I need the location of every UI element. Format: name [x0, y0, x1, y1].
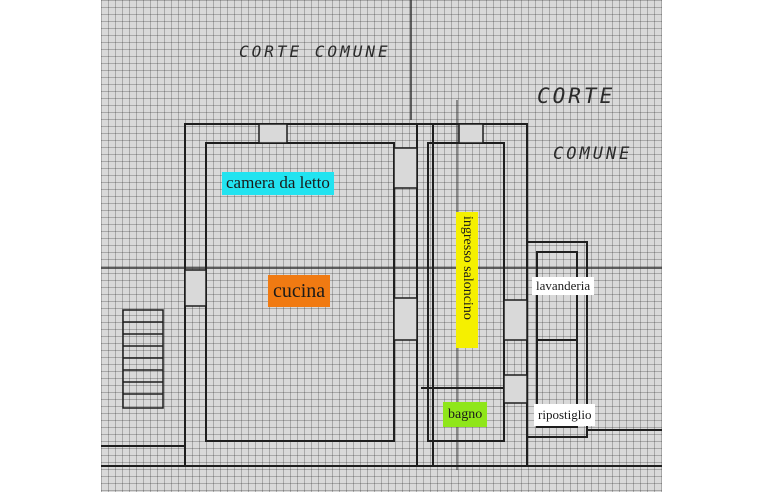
doorway	[503, 374, 528, 404]
window	[258, 123, 288, 144]
room-label-lavanderia: lavanderia	[532, 277, 595, 296]
room-label-bagno: bagno	[443, 402, 488, 428]
room-label-ingresso: ingresso saloncino	[456, 212, 478, 348]
room-label-ripostiglio: ripostiglio	[534, 404, 596, 427]
room-label-camera: camera da letto	[222, 172, 334, 195]
annotation-corte: CORTE	[537, 84, 616, 108]
annotation-comune: COMUNE	[553, 144, 633, 164]
window	[458, 123, 484, 144]
floor-plan: CORTE COMUNE CORTE COMUNE	[101, 0, 662, 492]
stairs	[122, 309, 164, 409]
window	[184, 269, 207, 307]
doorway	[393, 297, 418, 341]
room-label-cucina: cucina	[268, 275, 331, 307]
doorway	[393, 147, 418, 189]
annotation-corte-comune: CORTE COMUNE	[239, 42, 391, 61]
floor-plan-walls	[101, 0, 662, 470]
doorway	[503, 299, 528, 341]
